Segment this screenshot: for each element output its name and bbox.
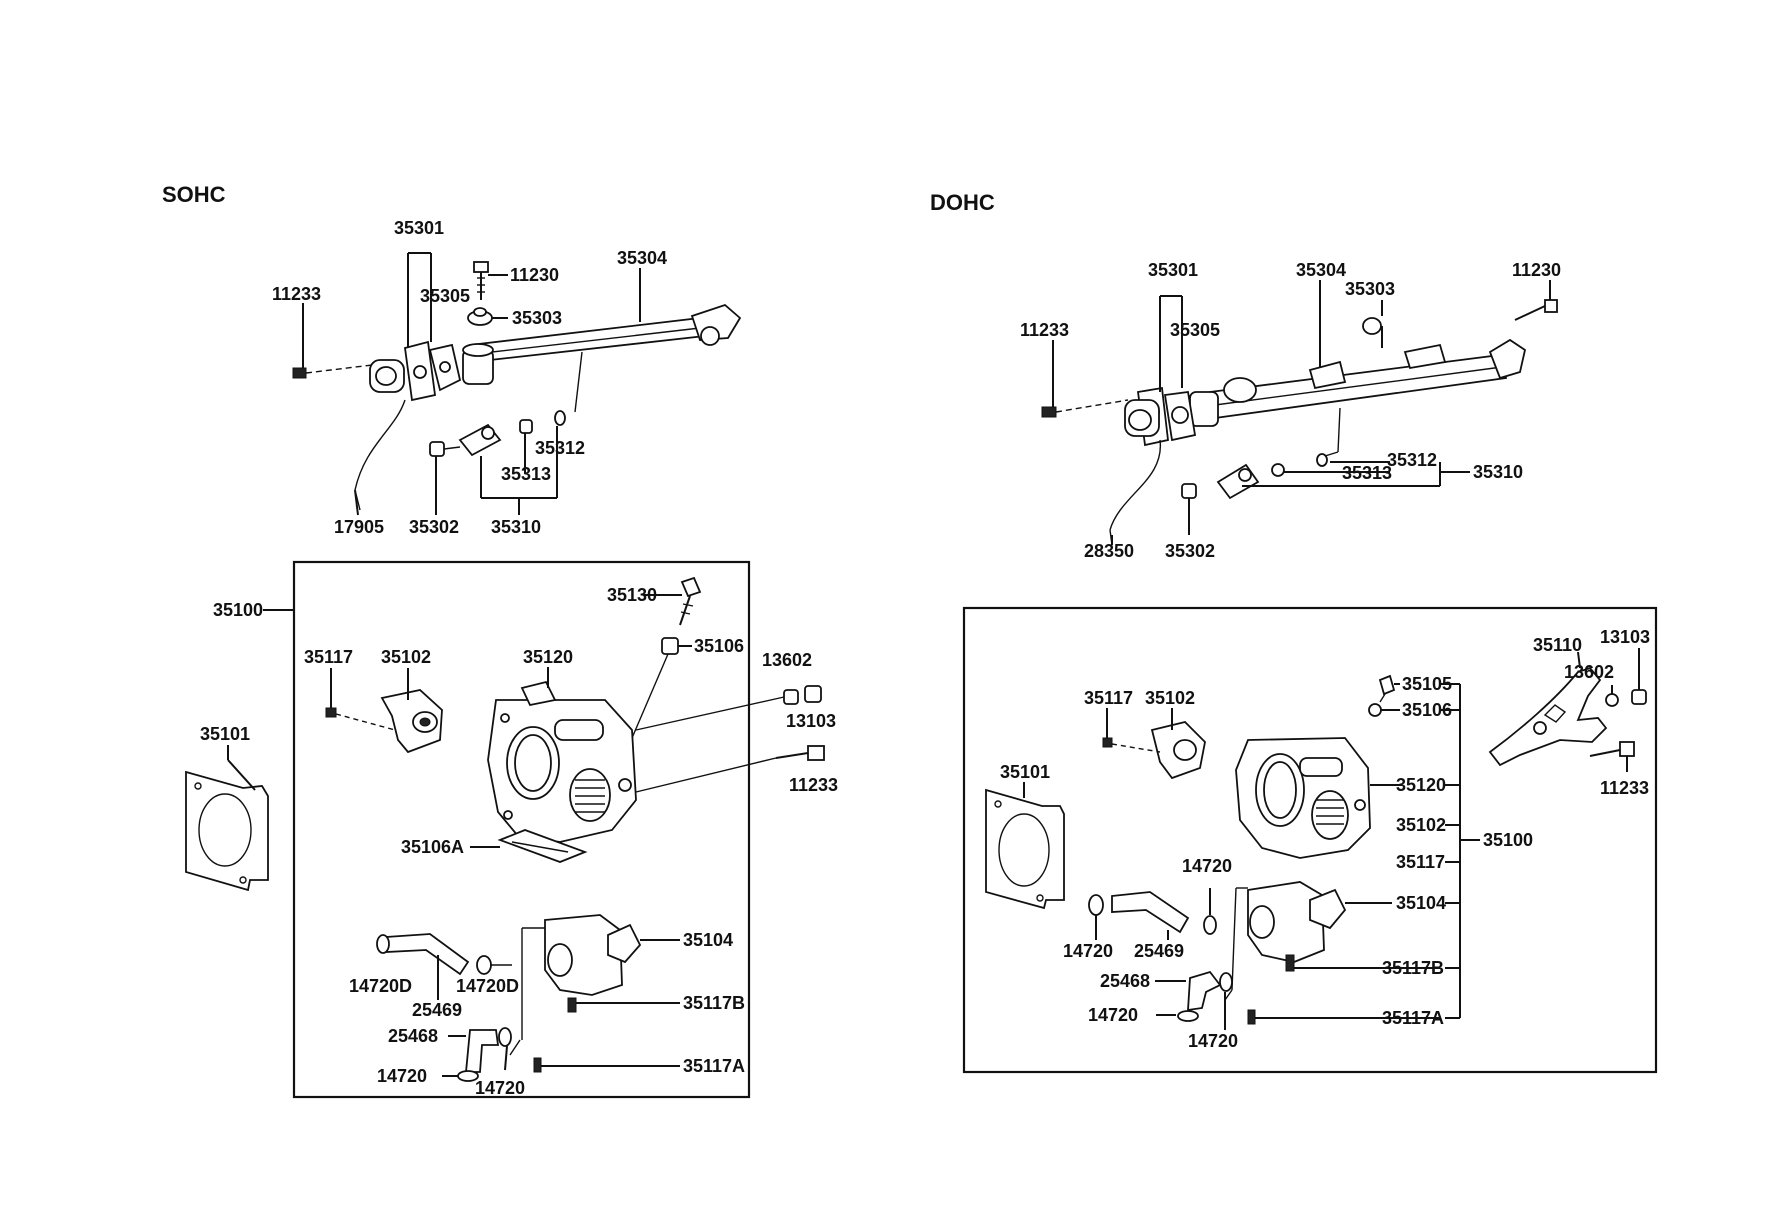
sohc-label-25468: 25468	[388, 1026, 438, 1046]
sohc-leaders	[263, 252, 641, 611]
dohc-label-35105: 35105	[1402, 674, 1452, 694]
sohc-gasket-35101	[185, 745, 269, 892]
sohc-label-35117: 35117	[304, 647, 353, 667]
dohc-isc-assembly	[1088, 881, 1440, 1030]
sohc-fuel-rail	[292, 261, 742, 511]
sohc-label-35303: 35303	[512, 308, 562, 328]
sohc-label-14720D-b: 14720D	[456, 976, 519, 996]
sohc-gasket-35106A	[470, 829, 588, 863]
sohc-tps	[325, 668, 443, 754]
dohc-label-14720-b: 14720	[1088, 1005, 1138, 1025]
dohc-label-35305: 35305	[1170, 320, 1220, 340]
dohc-label-14720-top: 14720	[1182, 856, 1232, 876]
sohc-label-35313: 35313	[501, 464, 551, 484]
dohc-bracket-35110	[1488, 648, 1647, 772]
sohc-label-35102: 35102	[381, 647, 431, 667]
sohc-label-11233-top: 11233	[272, 284, 321, 304]
dohc-label-28350: 28350	[1084, 541, 1134, 561]
sohc-label-35100: 35100	[213, 600, 263, 620]
dohc-label-35301: 35301	[1148, 260, 1198, 280]
sohc-label-35101: 35101	[200, 724, 250, 744]
sohc-label-17905: 17905	[334, 517, 384, 537]
sohc-label-35310: 35310	[491, 517, 541, 537]
dohc-label-13103: 13103	[1600, 627, 1650, 647]
dohc-tps	[1102, 708, 1206, 780]
sohc-isc-assembly	[376, 914, 680, 1082]
sohc-label-35106A: 35106A	[401, 837, 464, 857]
sohc-label-13602: 13602	[762, 650, 812, 670]
dohc-label-35117-list: 35117	[1396, 852, 1445, 872]
dohc-label-35102: 35102	[1145, 688, 1195, 708]
sohc-label-35117B: 35117B	[683, 993, 745, 1013]
sohc-title: SOHC	[162, 182, 226, 207]
dohc-label-35117: 35117	[1084, 688, 1133, 708]
dohc-label-11233-bracket: 11233	[1600, 778, 1649, 798]
dohc-label-14720-c: 14720	[1188, 1031, 1238, 1051]
dohc-gasket-35101	[985, 782, 1065, 910]
dohc-label-35312: 35312	[1387, 450, 1437, 470]
sohc-label-35120: 35120	[523, 647, 573, 667]
sohc-label-13103: 13103	[786, 711, 836, 731]
sohc-section: SOHC	[162, 182, 838, 1099]
dohc-label-35104: 35104	[1396, 893, 1446, 913]
sohc-label-11233-box: 11233	[789, 775, 838, 795]
dohc-label-35110: 35110	[1533, 635, 1582, 655]
dohc-label-25469: 25469	[1134, 941, 1184, 961]
dohc-throttle-body	[1235, 674, 1402, 859]
sohc-label-35130: 35130	[607, 585, 657, 605]
dohc-label-35303: 35303	[1345, 279, 1395, 299]
dohc-label-35101: 35101	[1000, 762, 1050, 782]
sohc-label-35104: 35104	[683, 930, 733, 950]
sohc-label-35312: 35312	[535, 438, 585, 458]
dohc-label-11233-top: 11233	[1020, 320, 1069, 340]
dohc-label-35310: 35310	[1473, 462, 1523, 482]
sohc-label-14720-a: 14720	[377, 1066, 427, 1086]
dohc-title: DOHC	[930, 190, 995, 215]
dohc-label-35100: 35100	[1483, 830, 1533, 850]
dohc-label-35117B: 35117B	[1382, 958, 1444, 978]
dohc-label-35304: 35304	[1296, 260, 1346, 280]
dohc-label-35120: 35120	[1396, 775, 1446, 795]
dohc-label-35313: 35313	[1342, 463, 1392, 483]
sohc-label-11230: 11230	[510, 265, 559, 285]
dohc-label-35117A: 35117A	[1382, 1008, 1444, 1028]
sohc-label-35117A: 35117A	[683, 1056, 745, 1076]
dohc-label-13602: 13602	[1564, 662, 1614, 682]
dohc-label-25468: 25468	[1100, 971, 1150, 991]
dohc-label-14720-left: 14720	[1063, 941, 1113, 961]
sohc-throttle-body	[487, 576, 825, 843]
sohc-label-25469: 25469	[412, 1000, 462, 1020]
sohc-label-14720-b: 14720	[475, 1078, 525, 1098]
sohc-label-35302: 35302	[409, 517, 459, 537]
dohc-label-11230: 11230	[1512, 260, 1561, 280]
dohc-label-35102-list: 35102	[1396, 815, 1446, 835]
sohc-throttle-body-box	[292, 560, 751, 1099]
sohc-label-35301: 35301	[394, 218, 444, 238]
dohc-fuel-rail	[1041, 299, 1558, 546]
sohc-label-35106: 35106	[694, 636, 744, 656]
dohc-label-35302: 35302	[1165, 541, 1215, 561]
sohc-label-35304: 35304	[617, 248, 667, 268]
dohc-leaders	[1052, 280, 1551, 545]
sohc-label-14720D-a: 14720D	[349, 976, 412, 996]
sohc-label-35305: 35305	[420, 286, 470, 306]
dohc-list-bracket	[1440, 683, 1480, 1019]
dohc-section: DOHC	[930, 190, 1658, 1074]
dohc-throttle-body-box	[962, 606, 1658, 1074]
dohc-label-35106: 35106	[1402, 700, 1452, 720]
